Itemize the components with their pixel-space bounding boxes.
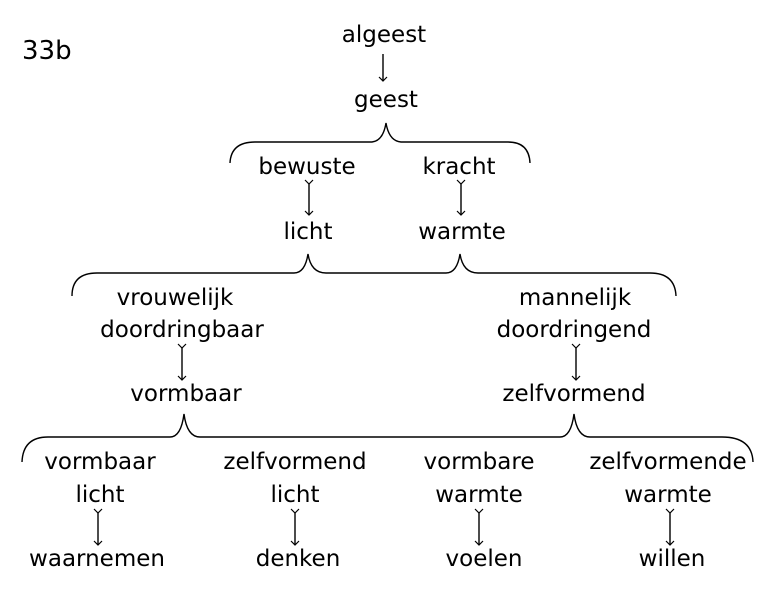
node-zelfvormend: zelfvormend [502,381,646,407]
brace-bottom [21,413,754,463]
leaf1-line2: licht [75,482,125,508]
brace-geest [229,122,531,164]
leaf3-line1: vormbare [423,449,535,475]
leaf2-line1: zelfvormend [223,449,367,475]
leaf4-line2: warmte [624,482,712,508]
node-geest: geest [354,87,418,113]
leaf4-result: willen [638,546,706,572]
leaf1-line1: vormbaar [44,449,156,475]
node-algeest: algeest [341,22,427,48]
leaf2-result: denken [255,546,341,572]
leaf1-result: waarnemen [29,546,165,572]
node-doordringend: doordringend [496,317,652,343]
leaf3-line2: warmte [435,482,523,508]
node-vormbaar: vormbaar [130,381,242,407]
leaf3-result: voelen [445,546,523,572]
leaf2-line2: licht [270,482,320,508]
leaf4-line1: zelfvormende [589,449,747,475]
node-vrouwelijk: vrouwelijk [116,285,234,311]
brace-licht-warmte [71,253,677,297]
node-kracht: kracht [422,154,496,180]
node-mannelijk: mannelijk [518,285,632,311]
node-warmte: warmte [418,219,506,245]
node-doordringbaar: doordringbaar [100,317,264,343]
node-licht: licht [283,219,333,245]
figure-label: 33b [22,36,72,66]
node-bewuste: bewuste [258,154,356,180]
